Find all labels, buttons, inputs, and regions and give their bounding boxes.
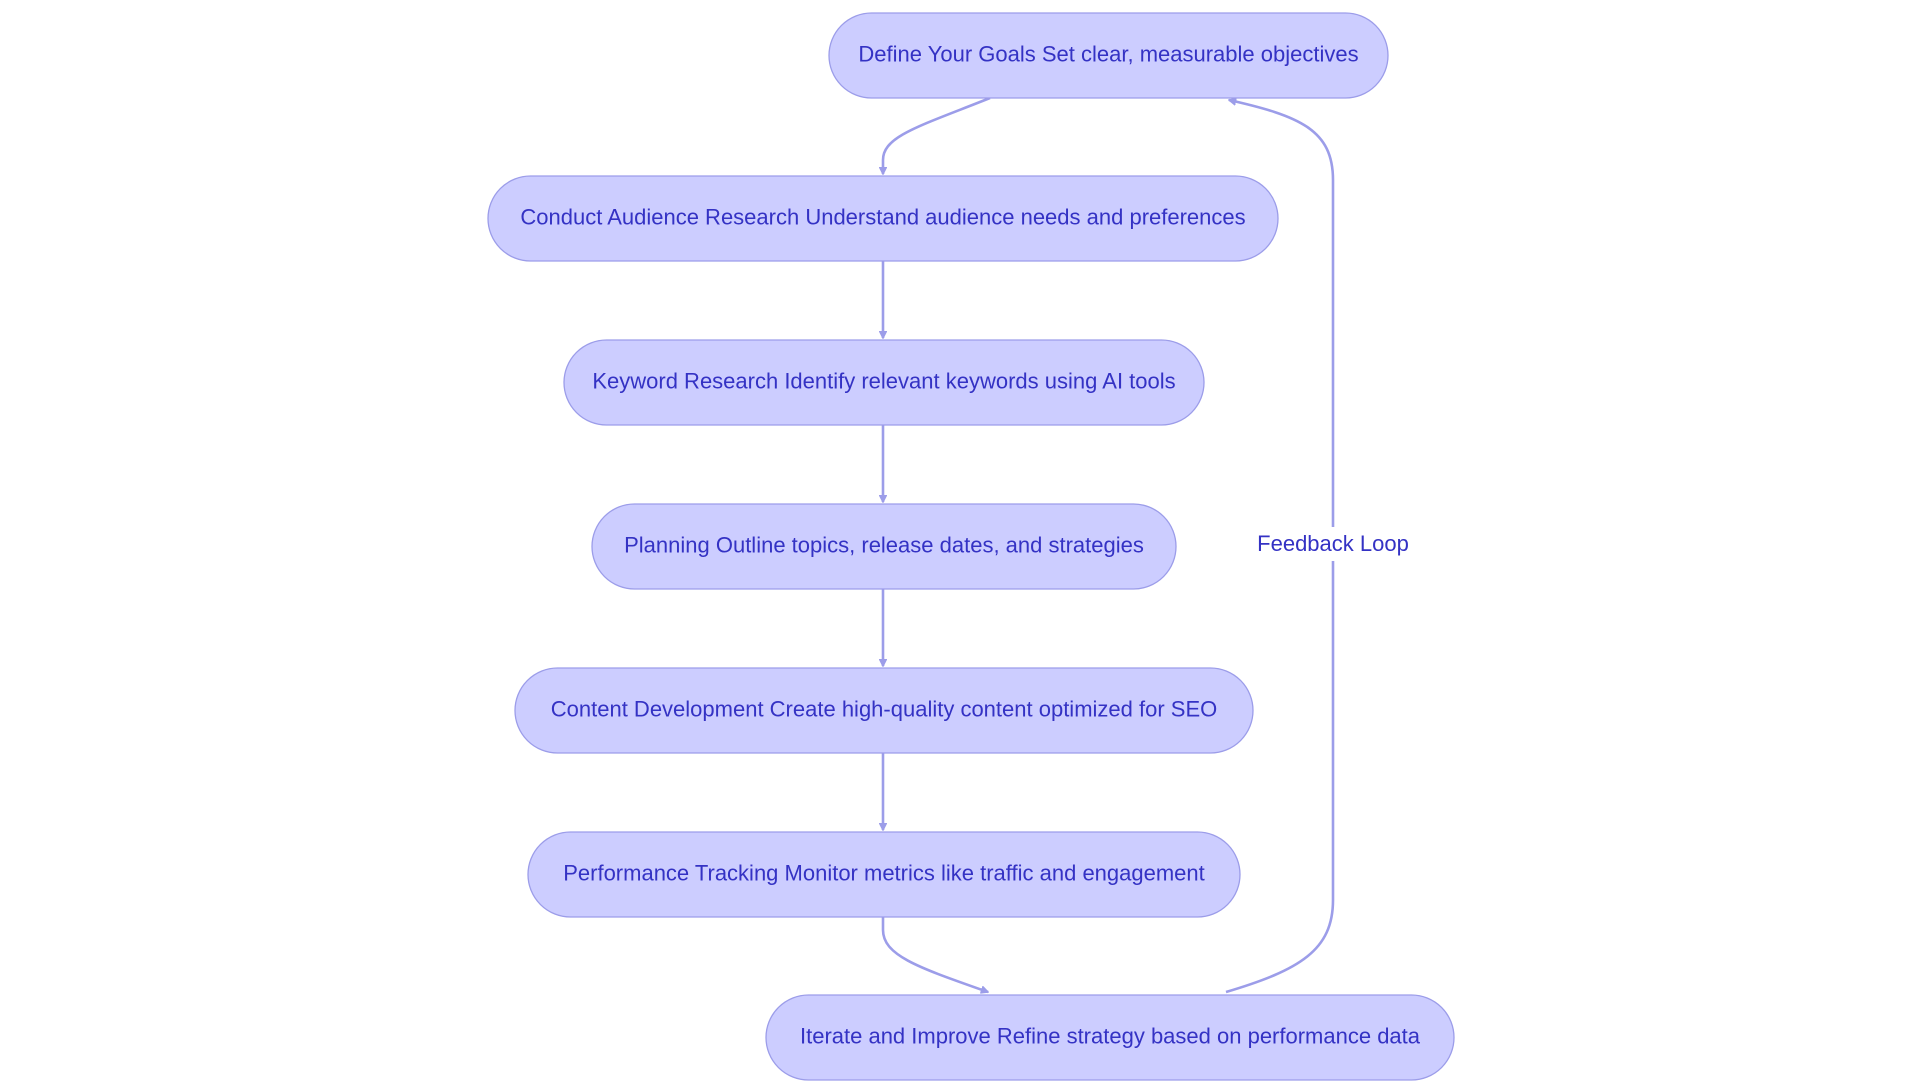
edge-label-feedback-loop: Feedback Loop — [1256, 527, 1410, 561]
edge-label-text: Feedback Loop — [1257, 531, 1409, 556]
node-label: Performance Tracking Monitor metrics lik… — [563, 860, 1205, 885]
node-content-development: Content Development Create high-quality … — [514, 667, 1254, 754]
node-keyword-research: Keyword Research Identify relevant keywo… — [563, 339, 1205, 426]
node-label: Define Your Goals Set clear, measurable … — [858, 41, 1358, 66]
node-label: Keyword Research Identify relevant keywo… — [592, 368, 1175, 393]
node-label: Iterate and Improve Refine strategy base… — [800, 1023, 1421, 1048]
node-iterate-improve: Iterate and Improve Refine strategy base… — [765, 994, 1455, 1081]
node-label: Planning Outline topics, release dates, … — [624, 532, 1144, 557]
node-planning: Planning Outline topics, release dates, … — [591, 503, 1177, 590]
edge-goals-to-audience — [883, 96, 991, 174]
node-performance-tracking: Performance Tracking Monitor metrics lik… — [527, 831, 1241, 918]
node-label: Content Development Create high-quality … — [551, 696, 1217, 721]
node-audience-research: Conduct Audience Research Understand aud… — [487, 175, 1279, 262]
node-label: Conduct Audience Research Understand aud… — [520, 204, 1245, 229]
node-define-goals: Define Your Goals Set clear, measurable … — [828, 12, 1389, 99]
edge-tracking-to-iterate — [881, 917, 988, 992]
